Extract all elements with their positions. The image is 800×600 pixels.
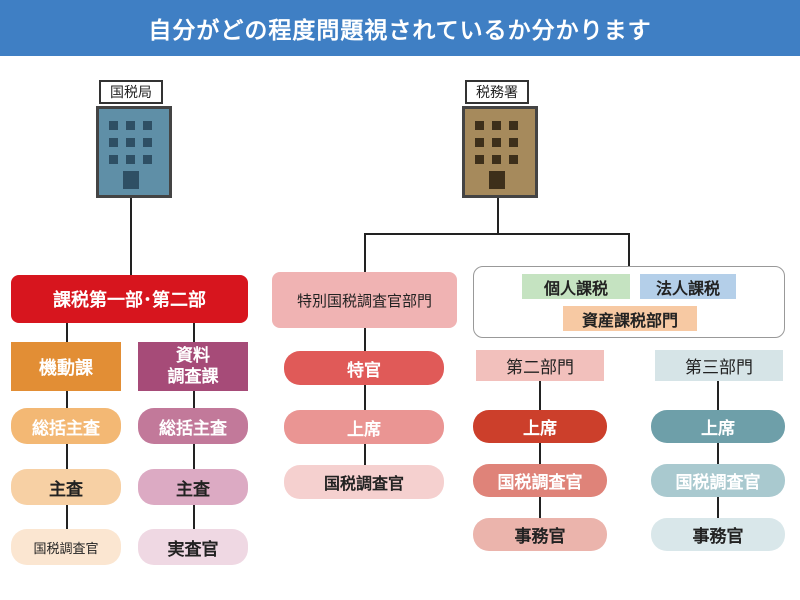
dept-kazei-box: 課税第一部･第二部	[11, 275, 248, 323]
sokatsu-shusa-pill: 総括主査	[138, 408, 248, 444]
kokuzei-chosakan-pill: 国税調査官	[11, 529, 121, 565]
shusa-pill: 主査	[138, 469, 248, 505]
kokuzei-chosakan-pill: 国税調査官	[651, 464, 785, 497]
kazei-bumon-group-box: 個人課税 法人課税 資産課税部門	[473, 266, 785, 338]
shiryo-chosaka-line2: 調査課	[167, 366, 219, 387]
kokuzei-chosakan-pill: 国税調査官	[473, 464, 607, 497]
sokatsu-shusa-pill: 総括主査	[11, 408, 121, 444]
kidouka-box: 機動課	[11, 342, 121, 391]
shiryo-chosaka-line1: 資料	[176, 345, 210, 366]
joseki-pill: 上席	[651, 410, 785, 443]
jimukan-pill: 事務官	[473, 518, 607, 551]
shiryo-chosaka-box: 資料 調査課	[138, 342, 248, 391]
hojin-kazei-label: 法人課税	[640, 274, 736, 299]
page-title: 自分がどの程度問題視されているか分かります	[0, 0, 800, 56]
kojin-kazei-label: 個人課税	[522, 274, 630, 299]
building-label-zeimusho: 税務署	[465, 80, 529, 104]
kokuzei-chosakan-pill: 国税調査官	[284, 465, 444, 499]
jissakan-pill: 実査官	[138, 529, 248, 565]
jimukan-pill: 事務官	[651, 518, 785, 551]
tokubetsu-chosakan-bumon-box: 特別国税調査官部門	[272, 272, 457, 328]
building-label-kokuzeikyoku: 国税局	[99, 80, 163, 104]
dai-ni-bumon-box: 第二部門	[476, 350, 604, 381]
joseki-pill: 上席	[284, 410, 444, 444]
joseki-pill: 上席	[473, 410, 607, 443]
shisan-kazei-bumon-label: 資産課税部門	[563, 306, 697, 331]
office-building-icon	[96, 106, 172, 198]
dai-san-bumon-box: 第三部門	[655, 350, 783, 381]
shusa-pill: 主査	[11, 469, 121, 505]
tokkan-pill: 特官	[284, 351, 444, 385]
office-building-icon	[462, 106, 538, 198]
